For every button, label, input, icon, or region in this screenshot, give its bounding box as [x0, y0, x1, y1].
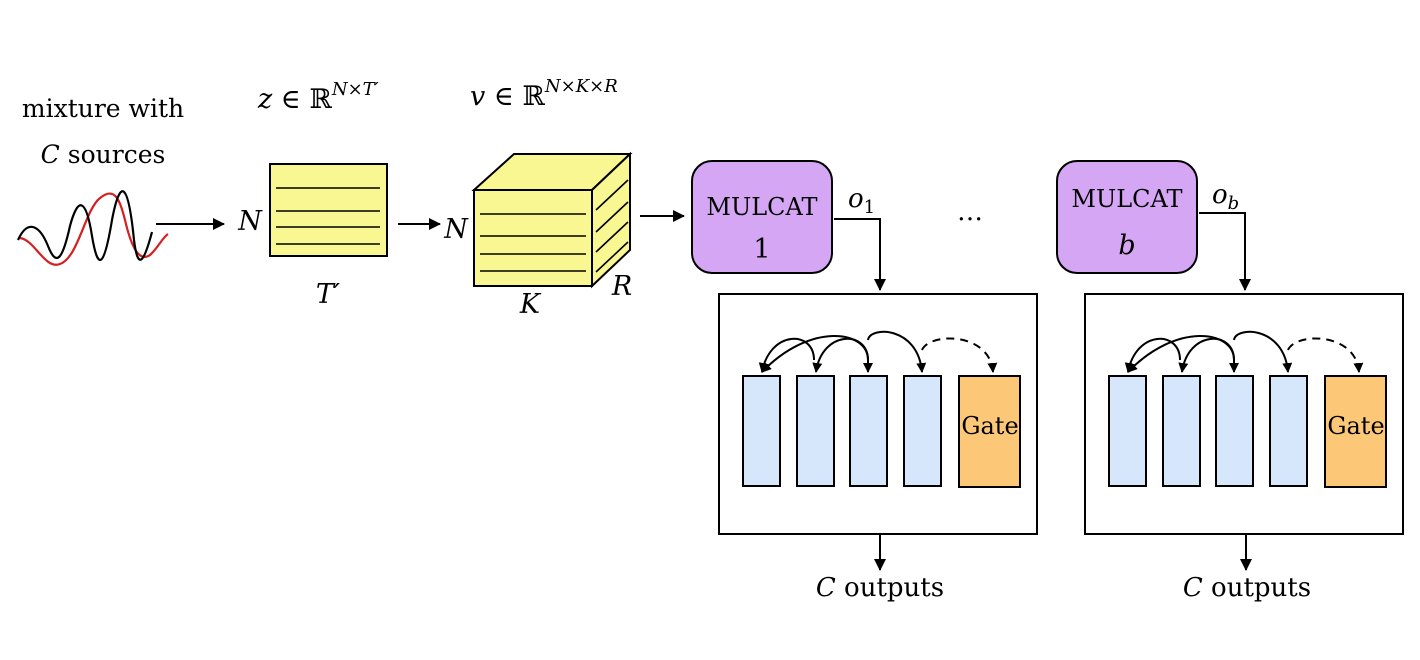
mulcat-b-layer-4	[1269, 375, 1308, 487]
mulcat-1-outputs-var: C	[816, 573, 836, 603]
waveform-black	[16, 190, 154, 261]
mulcat-b-layer-3	[1215, 375, 1254, 487]
mulcat-b-layers	[1108, 375, 1308, 487]
mulcat-block-1: MULCAT 1 o1 Gate C outputs	[691, 160, 1038, 603]
mulcat-b-output-base: o	[1212, 180, 1228, 210]
mulcat-b-layer-1	[1108, 375, 1147, 487]
mulcat-1-box	[691, 160, 833, 274]
mulcat-b-gate-box	[1324, 375, 1387, 488]
mulcat-1-output-sub: 1	[864, 197, 875, 218]
chunked-formula-var: v ∈	[470, 81, 522, 112]
input-label-line1: mixture with	[22, 94, 184, 123]
chunked-depth-label: R	[611, 271, 632, 302]
mulcat-1-layer-2	[796, 375, 835, 487]
chunked-formula-sup: N×K×R	[544, 76, 618, 97]
blocks-ellipsis: …	[957, 197, 983, 227]
chunked-section: v ∈ ℝN×K×R N K R	[443, 76, 685, 320]
mulcat-1-gate-box	[958, 375, 1021, 488]
mulcat-b-gate-label: Gate	[1327, 412, 1384, 440]
chunked-formula: v ∈ ℝN×K×R	[470, 76, 618, 112]
cube-front-face	[473, 189, 593, 287]
mulcat-1-skip-arrows	[758, 330, 998, 373]
input-source-count-var: C	[41, 140, 60, 169]
input-source-label: sources	[60, 140, 166, 169]
mulcat-1-gate-label: Gate	[961, 412, 1018, 440]
mulcat-1-outputs-label: C outputs	[816, 573, 944, 603]
mulcat-1-output-base: o	[848, 184, 864, 214]
mulcat-1-layers	[742, 375, 942, 487]
mulcat-b-skip-arrows	[1124, 330, 1364, 373]
mulcat-b-output-label: ob	[1212, 180, 1239, 214]
mulcat-1-title: MULCAT	[706, 193, 817, 221]
encoded-formula-sup: N×T′	[331, 79, 379, 100]
input-section: mixture with C sources	[16, 94, 225, 266]
mulcat-1-output-arrow	[834, 218, 886, 291]
mulcat-1-layer-1	[742, 375, 781, 487]
waveform-red	[19, 192, 169, 266]
mulcat-b-output-sub: b	[1228, 193, 1240, 214]
chunked-formula-set: ℝ	[522, 81, 545, 112]
mulcat-b-title: MULCAT	[1071, 185, 1182, 213]
chunked-width-label: K	[519, 289, 542, 320]
encoded-matrix	[269, 163, 388, 257]
input-label-line2: C sources	[41, 140, 166, 169]
mulcat-1-index: 1	[753, 234, 770, 265]
mulcat-b-layer-2	[1162, 375, 1201, 487]
encoded-rows-label: N	[237, 206, 263, 237]
encoded-cols-label: T′	[316, 279, 340, 310]
mulcat-1-output-label: o1	[848, 184, 875, 218]
encoded-formula-set: ℝ	[309, 84, 332, 115]
mulcat-b-index: b	[1118, 230, 1135, 261]
mixture-waveform-icon	[16, 190, 169, 266]
cube-front-rows	[480, 213, 586, 272]
mulcat-b-outputs-label: C outputs	[1183, 573, 1311, 603]
chunked-tensor-cube	[471, 151, 633, 289]
mulcat-block-b: MULCAT b ob Gate C outputs	[1056, 160, 1404, 603]
chunked-rows-label: N	[443, 214, 469, 245]
mulcat-1-layer-4	[903, 375, 942, 487]
encoded-section: z ∈ ℝN×T′ N T′	[237, 79, 441, 310]
cube-side-rows	[595, 179, 629, 273]
mulcat-b-output-arrow	[1199, 212, 1251, 291]
mulcat-b-outputs-var: C	[1183, 573, 1203, 603]
mulcat-1-outputs-text: outputs	[836, 573, 944, 603]
mulcat-1-layer-3	[849, 375, 888, 487]
encoded-formula: z ∈ ℝN×T′	[257, 79, 379, 115]
mulcat-b-box	[1056, 160, 1198, 274]
encoded-formula-var: z ∈	[257, 84, 309, 115]
encoded-matrix-rows	[276, 187, 380, 245]
mulcat-b-outputs-text: outputs	[1203, 573, 1311, 603]
